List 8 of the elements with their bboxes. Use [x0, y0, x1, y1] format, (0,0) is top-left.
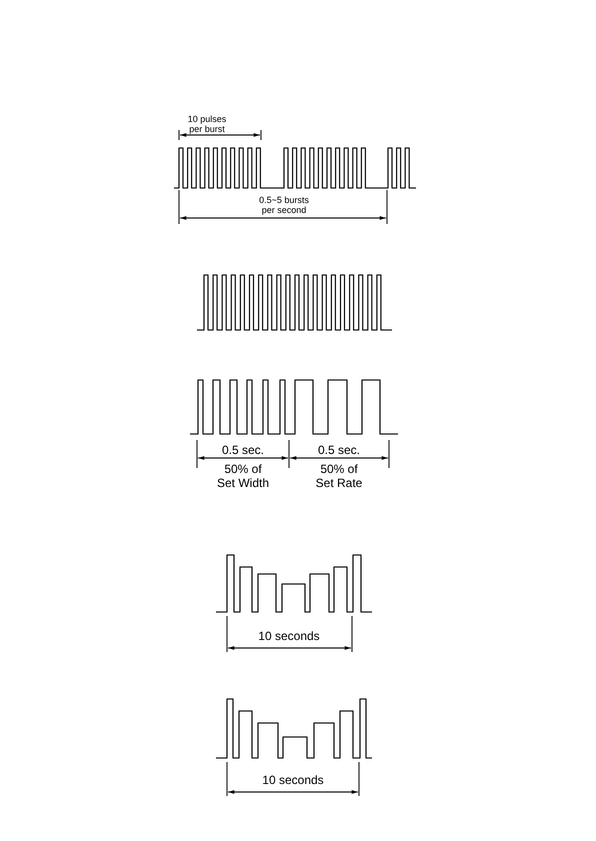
dimension-label: 0.5 sec.: [220, 444, 266, 458]
dimension-label: 10 pulses per burst: [186, 114, 228, 135]
dimension-label: 50% of Set Rate: [314, 463, 364, 491]
dimension-label: 10 seconds: [261, 774, 325, 788]
dimension-label: 0.5 sec.: [316, 444, 362, 458]
dimension-label: 10 seconds: [257, 630, 321, 644]
dimension-label: 50% of Set Width: [216, 463, 270, 491]
dimension-label: 0.5~5 bursts per second: [258, 195, 310, 216]
